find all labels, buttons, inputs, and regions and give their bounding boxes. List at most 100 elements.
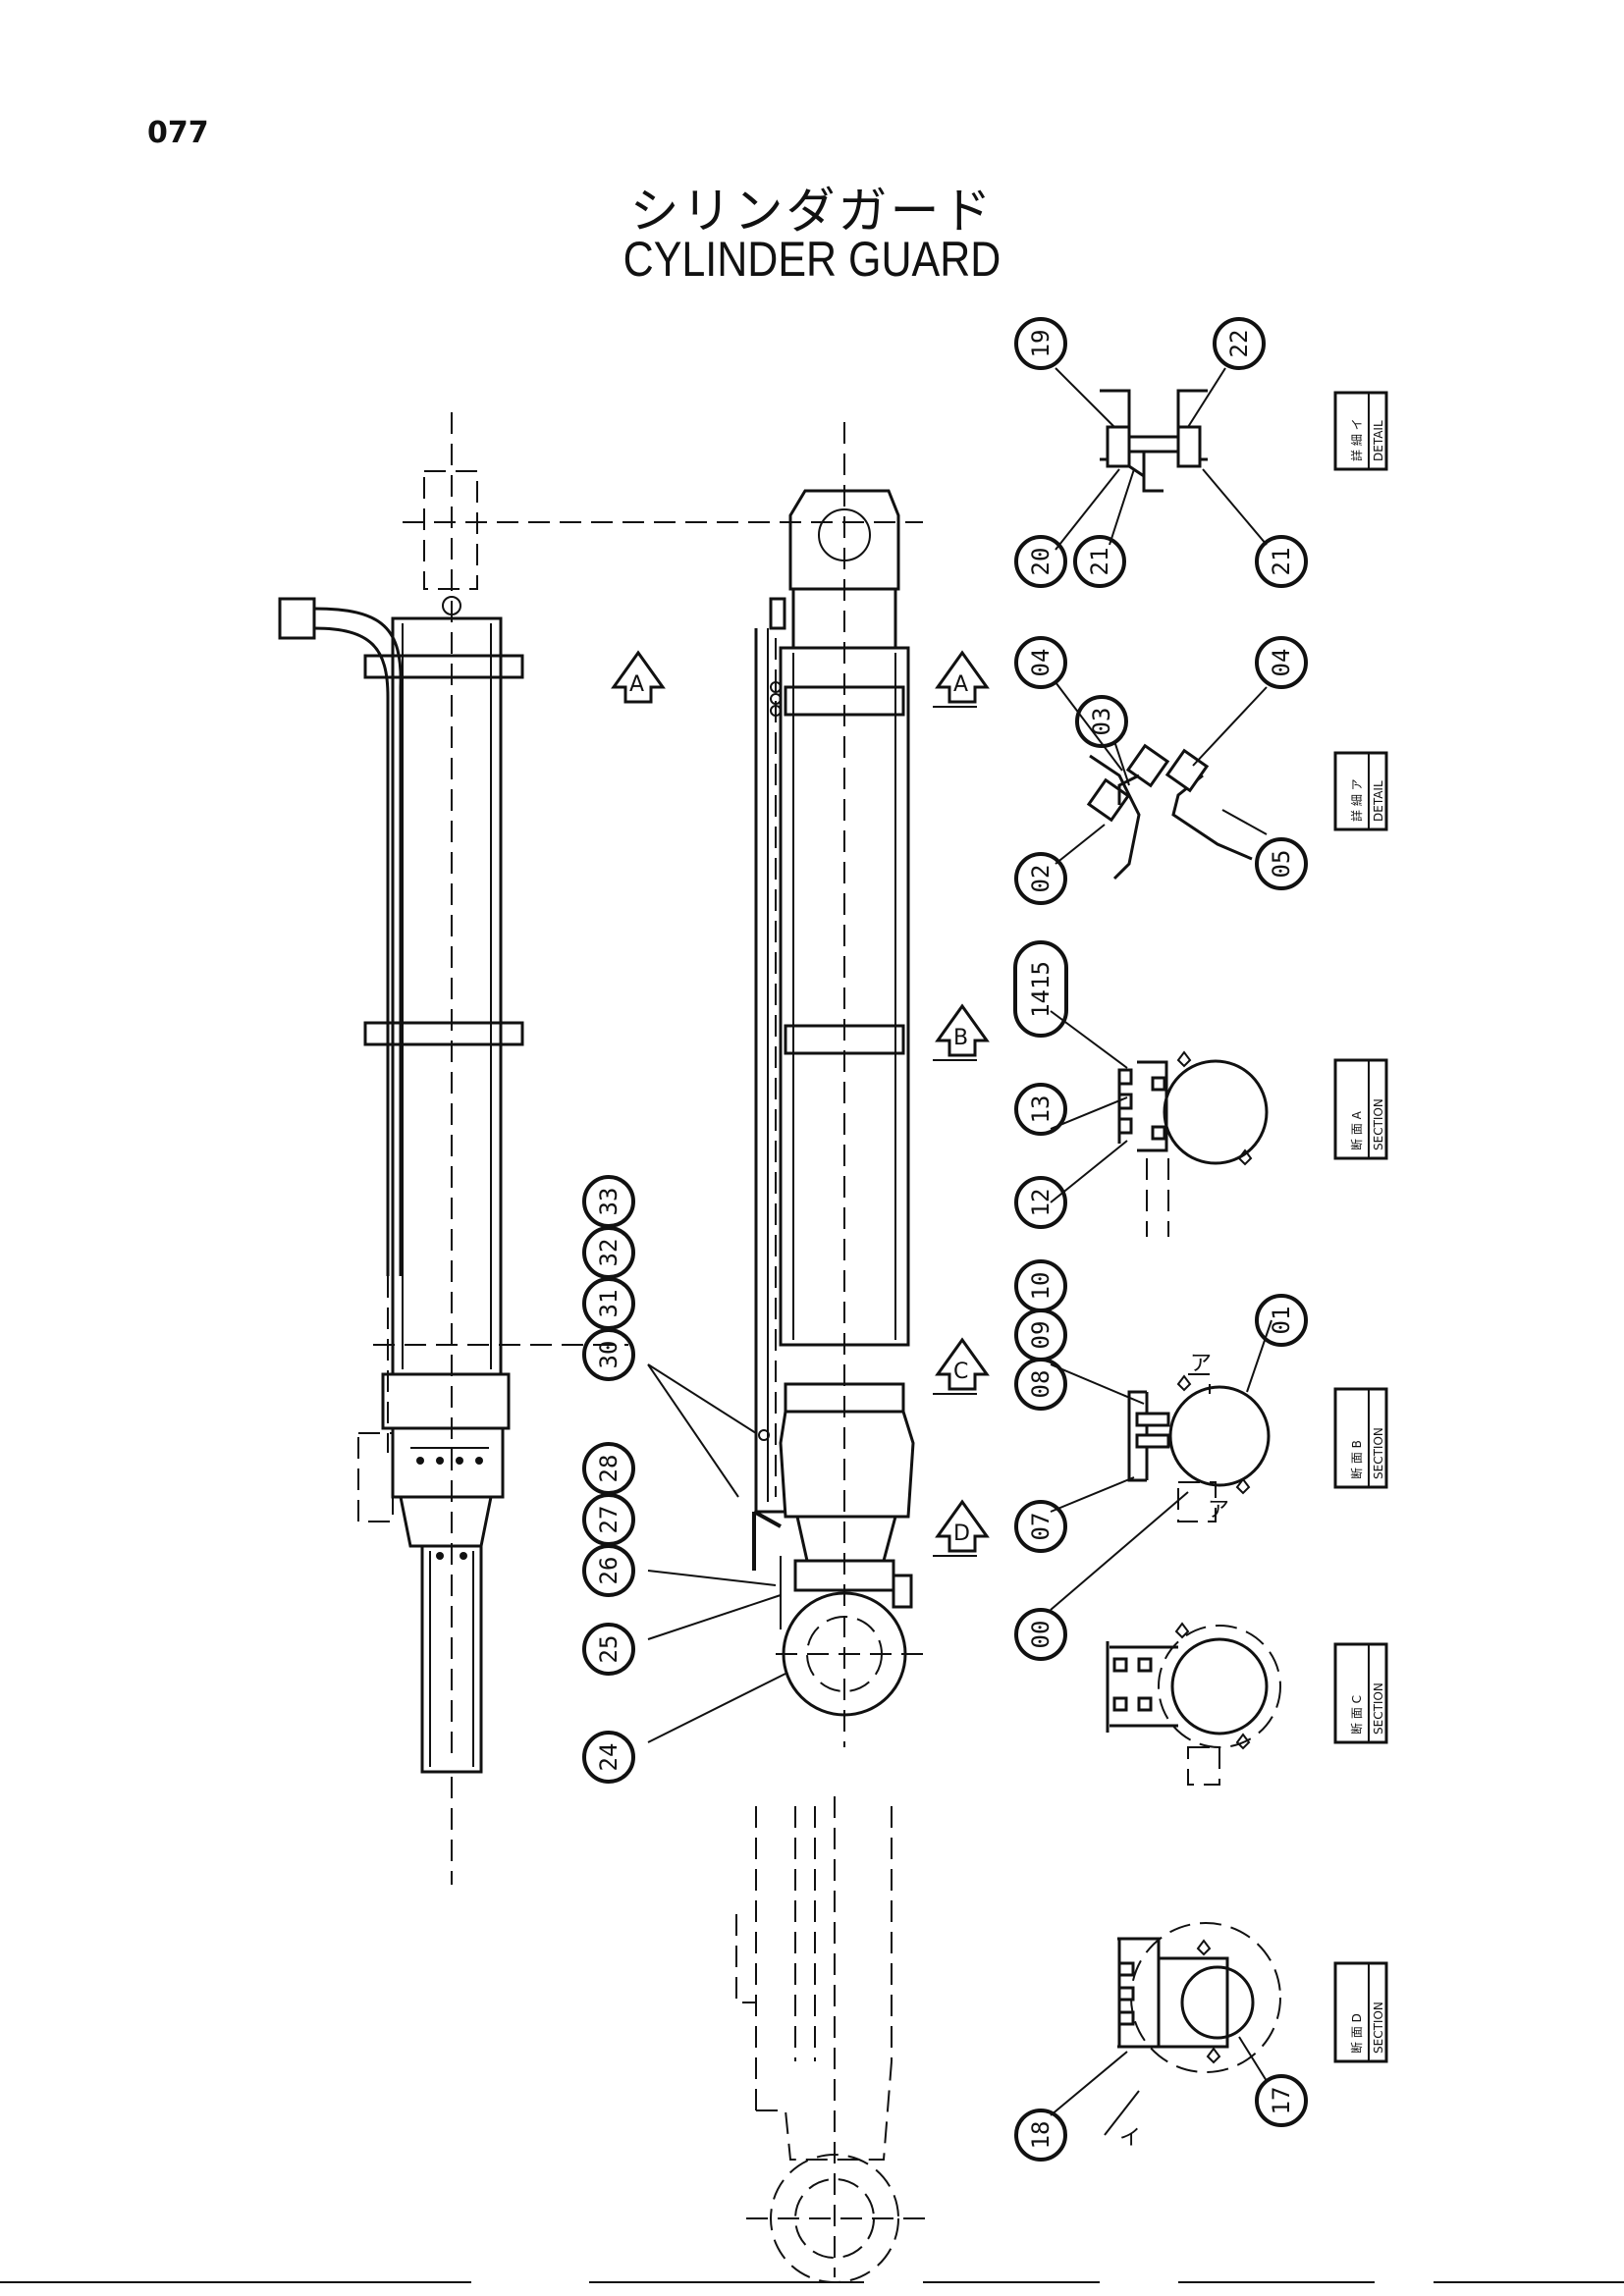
svg-text:19: 19 bbox=[1027, 330, 1055, 358]
title-english: CYLINDER GUARD bbox=[623, 232, 1001, 287]
callout-12: 12 bbox=[1014, 1176, 1067, 1229]
view-marker-a-right: A bbox=[933, 650, 990, 708]
svg-text:04: 04 bbox=[1027, 649, 1055, 677]
section-a-drawing bbox=[1117, 1050, 1269, 1237]
callout-balloons: 19 22 20 21 21 04 03 04 02 05 1415 13 12… bbox=[582, 317, 1308, 2162]
svg-text:22: 22 bbox=[1225, 330, 1253, 358]
cylinder-front-view bbox=[403, 422, 923, 1747]
label-detail-a: 詳 細 ア DETAIL bbox=[1333, 751, 1388, 831]
svg-text:20: 20 bbox=[1027, 548, 1055, 576]
detail-i-drawing bbox=[1100, 389, 1208, 493]
svg-text:12: 12 bbox=[1027, 1189, 1055, 1217]
callout-04b: 04 bbox=[1255, 636, 1308, 689]
callout-00: 00 bbox=[1014, 1608, 1067, 1661]
svg-text:21: 21 bbox=[1086, 548, 1113, 576]
svg-text:31: 31 bbox=[595, 1290, 623, 1318]
svg-text:1415: 1415 bbox=[1027, 961, 1055, 1018]
callout-04a: 04 bbox=[1014, 636, 1067, 689]
view-marker-c: C bbox=[933, 1337, 990, 1395]
svg-text:30: 30 bbox=[595, 1341, 623, 1369]
svg-text:26: 26 bbox=[595, 1557, 623, 1585]
svg-text:断 面 B: 断 面 B bbox=[1349, 1440, 1364, 1479]
svg-text:断 面 A: 断 面 A bbox=[1349, 1110, 1364, 1150]
label-section-a: 断 面 A SECTION bbox=[1333, 1058, 1388, 1160]
section-c-drawing bbox=[1106, 1622, 1281, 1786]
section-b-drawing: ア ア bbox=[1127, 1352, 1271, 1522]
callout-28: 28 bbox=[582, 1442, 635, 1495]
callout-21b: 21 bbox=[1255, 535, 1308, 588]
callout-31: 31 bbox=[582, 1277, 635, 1330]
svg-text:13: 13 bbox=[1027, 1095, 1055, 1124]
svg-text:C: C bbox=[953, 1360, 968, 1384]
view-marker-d: D bbox=[933, 1499, 990, 1557]
svg-text:D: D bbox=[953, 1522, 970, 1546]
callout-25: 25 bbox=[582, 1623, 635, 1676]
svg-text:32: 32 bbox=[595, 1239, 623, 1267]
callout-05: 05 bbox=[1255, 837, 1308, 890]
svg-text:断 面 C: 断 面 C bbox=[1349, 1695, 1364, 1735]
svg-text:断 面 D: 断 面 D bbox=[1349, 2013, 1364, 2054]
svg-text:SECTION: SECTION bbox=[1372, 1098, 1385, 1150]
svg-text:DETAIL: DETAIL bbox=[1372, 780, 1385, 822]
svg-text:27: 27 bbox=[595, 1506, 623, 1534]
callout-07: 07 bbox=[1014, 1500, 1067, 1553]
callout-20: 20 bbox=[1014, 535, 1067, 588]
label-section-b: 断 面 B SECTION bbox=[1333, 1387, 1388, 1489]
view-marker-a-left: A bbox=[611, 650, 666, 704]
cylinder-side-view bbox=[278, 412, 628, 1885]
callout-03: 03 bbox=[1075, 695, 1128, 748]
svg-text:17: 17 bbox=[1268, 2087, 1295, 2115]
svg-text:SECTION: SECTION bbox=[1372, 1682, 1385, 1735]
label-section-c: 断 面 C SECTION bbox=[1333, 1642, 1388, 1744]
svg-text:21: 21 bbox=[1268, 548, 1295, 576]
leader-lines bbox=[647, 367, 1272, 2136]
label-detail-i: 詳 細 イ DETAIL bbox=[1333, 391, 1388, 471]
callout-17: 17 bbox=[1255, 2074, 1308, 2127]
callout-09: 09 bbox=[1014, 1308, 1067, 1362]
svg-text:02: 02 bbox=[1027, 865, 1055, 893]
title-japanese: シリンダガード bbox=[629, 183, 995, 240]
label-section-d: 断 面 D SECTION bbox=[1333, 1961, 1388, 2063]
callout-19: 19 bbox=[1014, 317, 1067, 370]
callout-18: 18 bbox=[1014, 2109, 1067, 2162]
callout-27: 27 bbox=[582, 1493, 635, 1546]
callout-02: 02 bbox=[1014, 852, 1067, 905]
callout-22: 22 bbox=[1213, 317, 1266, 370]
svg-text:SECTION: SECTION bbox=[1372, 1427, 1385, 1479]
cylinder-bottom-view bbox=[735, 1796, 933, 2283]
callout-08: 08 bbox=[1014, 1358, 1067, 1411]
section-d-drawing: イ bbox=[1117, 1922, 1281, 2151]
callout-01: 01 bbox=[1255, 1294, 1308, 1347]
svg-text:24: 24 bbox=[595, 1743, 623, 1772]
callout-1415: 1415 bbox=[1013, 940, 1068, 1038]
svg-text:07: 07 bbox=[1027, 1513, 1055, 1541]
svg-text:DETAIL: DETAIL bbox=[1372, 420, 1385, 461]
callout-33: 33 bbox=[582, 1175, 635, 1228]
svg-text:01: 01 bbox=[1268, 1307, 1295, 1335]
mark-a-text-top: ア bbox=[1190, 1352, 1212, 1376]
svg-text:SECTION: SECTION bbox=[1372, 2002, 1385, 2054]
svg-text:08: 08 bbox=[1027, 1370, 1055, 1399]
svg-text:詳 細 イ: 詳 細 イ bbox=[1349, 418, 1364, 461]
svg-text:25: 25 bbox=[595, 1635, 623, 1664]
mark-a-text: ア bbox=[1208, 1498, 1229, 1522]
view-marker-b: B bbox=[933, 1003, 990, 1061]
callout-32: 32 bbox=[582, 1226, 635, 1279]
svg-text:03: 03 bbox=[1088, 708, 1115, 736]
svg-text:詳 細 ア: 詳 細 ア bbox=[1349, 778, 1364, 822]
svg-text:A: A bbox=[629, 672, 644, 697]
callout-13: 13 bbox=[1014, 1083, 1067, 1136]
svg-text:00: 00 bbox=[1027, 1621, 1055, 1649]
svg-text:A: A bbox=[953, 672, 968, 697]
svg-text:28: 28 bbox=[595, 1455, 623, 1483]
svg-text:05: 05 bbox=[1268, 850, 1295, 879]
callout-26: 26 bbox=[582, 1544, 635, 1597]
callout-24: 24 bbox=[582, 1731, 635, 1784]
svg-text:B: B bbox=[953, 1026, 968, 1050]
callout-21a: 21 bbox=[1073, 535, 1126, 588]
callout-30: 30 bbox=[582, 1328, 635, 1381]
svg-text:18: 18 bbox=[1027, 2121, 1055, 2150]
mark-i-text: イ bbox=[1119, 2126, 1141, 2151]
svg-text:33: 33 bbox=[595, 1188, 623, 1216]
